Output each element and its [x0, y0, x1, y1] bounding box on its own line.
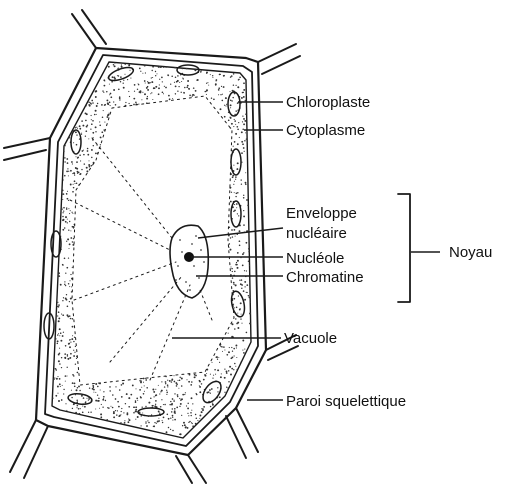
vacuole-boundary [72, 96, 234, 385]
chloroplasts [44, 65, 247, 416]
labels: Chloroplaste Cytoplasme Enveloppe nucléa… [284, 94, 492, 410]
label-enveloppe-line1: Enveloppe [286, 205, 357, 222]
chloroplast [107, 65, 135, 83]
cytoplasm-stipple [52, 62, 251, 435]
chloroplast [71, 130, 81, 154]
cell-wall [36, 48, 266, 455]
label-nucleole: Nucléole [286, 250, 344, 267]
chloroplast [231, 149, 241, 175]
chromatin [175, 235, 205, 291]
label-cytoplasme: Cytoplasme [286, 122, 365, 139]
leader-enveloppe [198, 228, 283, 238]
chloroplast [138, 408, 164, 416]
chloroplast [199, 378, 224, 406]
chloroplast [228, 92, 240, 116]
label-noyau: Noyau [449, 244, 492, 261]
chloroplast [229, 290, 246, 318]
noyau-bracket [398, 194, 410, 302]
label-paroi: Paroi squelettique [286, 393, 406, 410]
label-enveloppe-line2: nucléaire [286, 225, 347, 242]
label-chloroplaste: Chloroplaste [286, 94, 370, 111]
label-chromatine: Chromatine [286, 269, 364, 286]
label-vacuole: Vacuole [284, 330, 337, 347]
chloroplast [231, 201, 241, 227]
